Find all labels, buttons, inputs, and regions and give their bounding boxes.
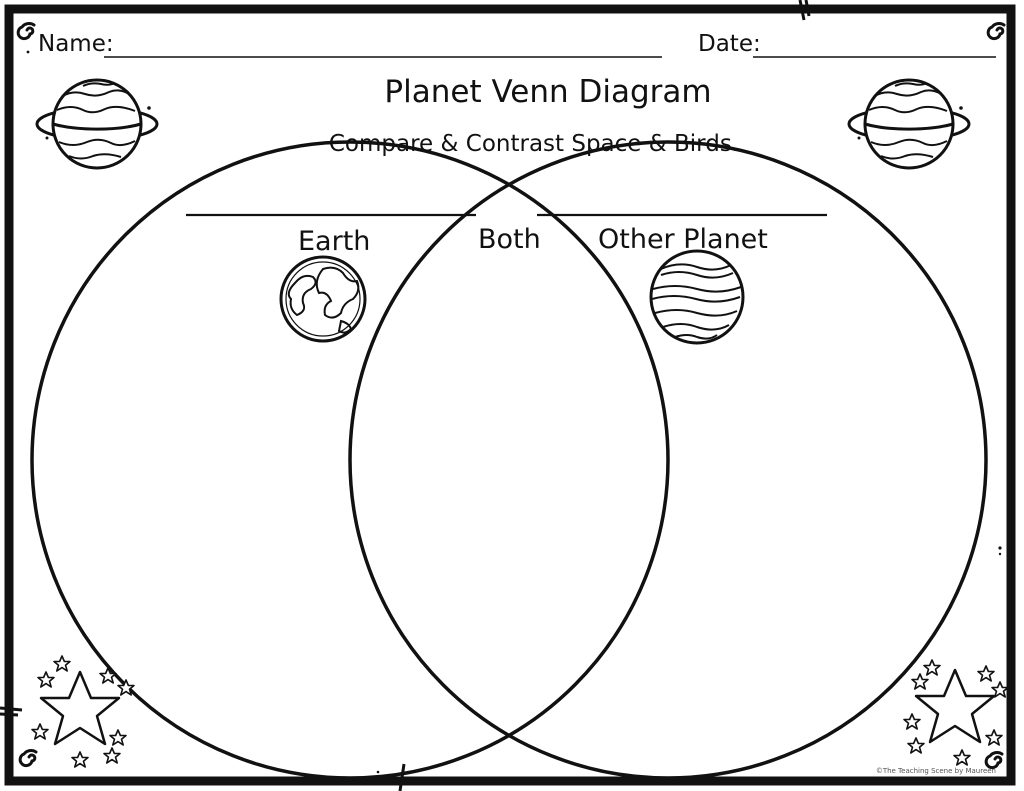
border-mark [0, 706, 23, 717]
venn-left-label: Earth [298, 226, 371, 257]
border-mark [798, 0, 811, 21]
left-venn-circle[interactable] [30, 140, 670, 780]
swirl-icon [986, 22, 1006, 41]
page-title: Planet Venn Diagram [384, 74, 712, 110]
swirl-icon [984, 751, 1004, 770]
right-venn-circle[interactable] [348, 140, 988, 780]
swirl-icon [18, 749, 38, 768]
star-cluster-icon [903, 659, 1009, 766]
earth-icon [279, 255, 367, 343]
swirl-icon [16, 22, 36, 41]
name-label: Name: [38, 31, 114, 57]
venn-center-label: Both [478, 224, 541, 255]
striped-planet-icon [649, 249, 745, 345]
star-cluster-icon [31, 655, 135, 768]
date-label: Date: [698, 31, 761, 57]
page-subtitle: Compare & Contrast Space & Birds. [328, 131, 740, 157]
page-border [4, 4, 1016, 786]
copyright-credit: ©The Teaching Scene by Maureen [875, 767, 996, 775]
venn-right-label: Other Planet [598, 224, 768, 255]
border-mark [398, 763, 406, 791]
